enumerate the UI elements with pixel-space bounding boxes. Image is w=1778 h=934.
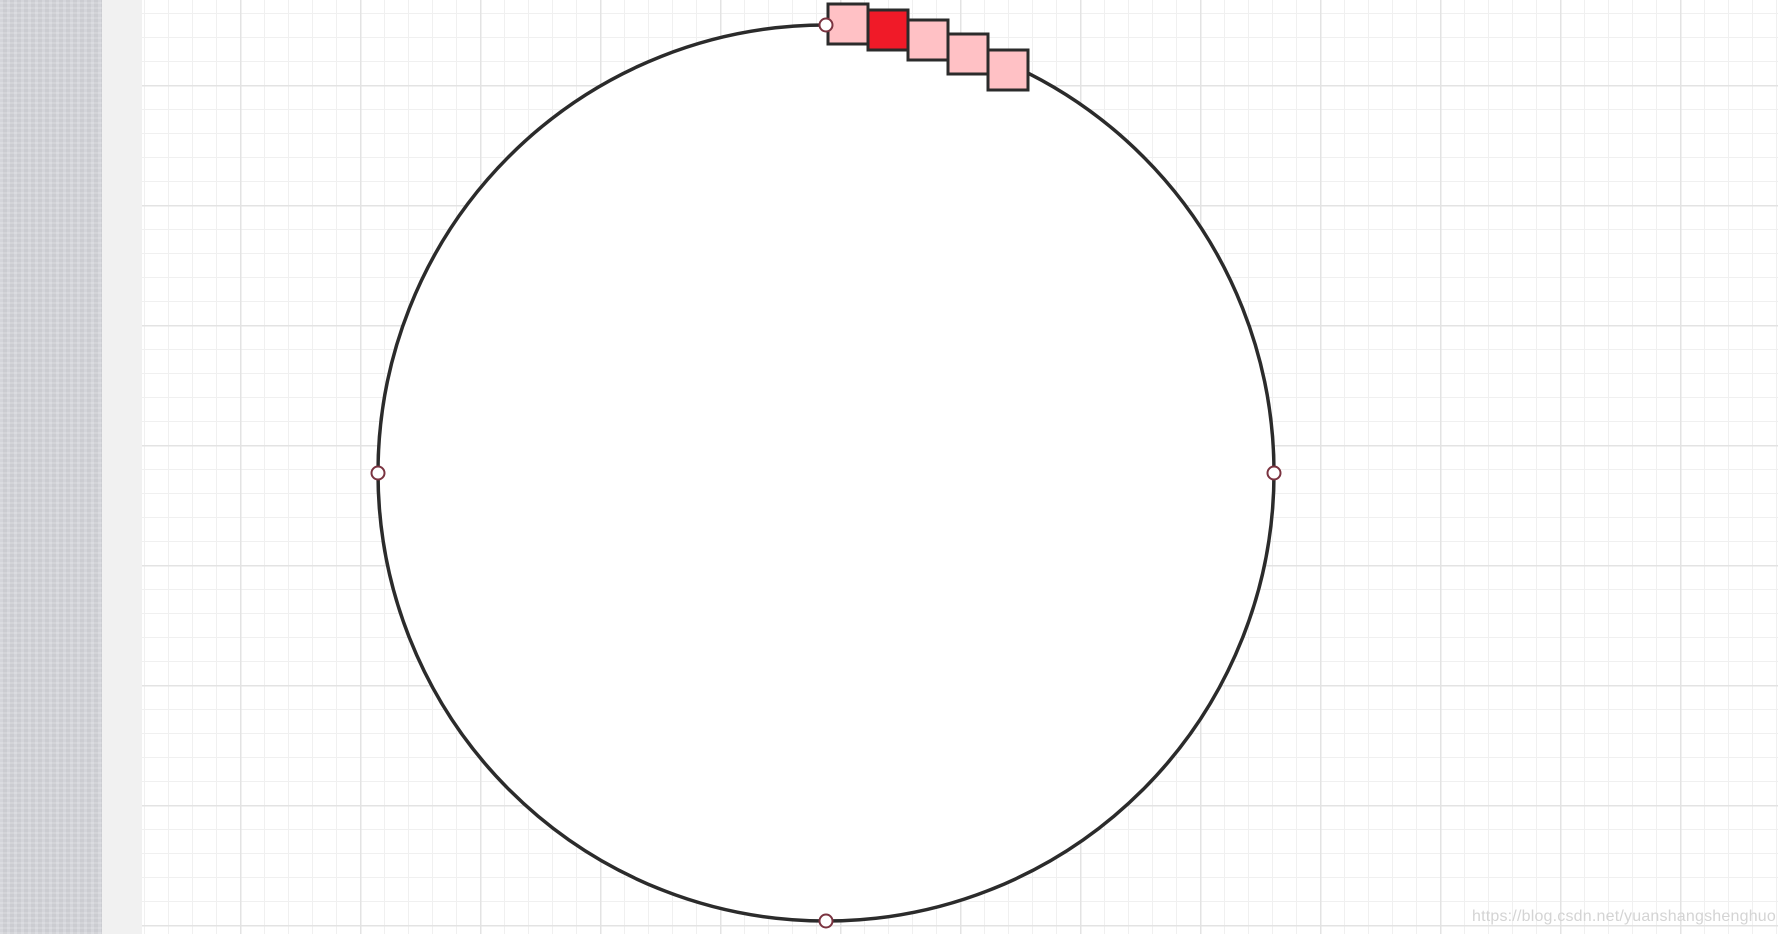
watermark-text: https://blog.csdn.net/yuanshangshenghuo [1471,908,1776,925]
circle-shape[interactable] [376,23,1276,923]
connection-point-left[interactable] [370,465,386,481]
square-4[interactable] [946,32,990,76]
square-5[interactable] [986,48,1030,92]
square-3[interactable] [906,18,950,62]
connection-point-bottom[interactable] [818,913,834,929]
square-2[interactable] [866,8,910,52]
connection-point-right[interactable] [1266,465,1282,481]
shape-library-panel[interactable] [0,0,102,934]
square-group [826,2,1030,92]
vertical-ruler [102,0,142,934]
connection-point-top[interactable] [818,17,834,33]
connection-handles [370,17,1282,929]
square-1[interactable] [826,2,870,46]
